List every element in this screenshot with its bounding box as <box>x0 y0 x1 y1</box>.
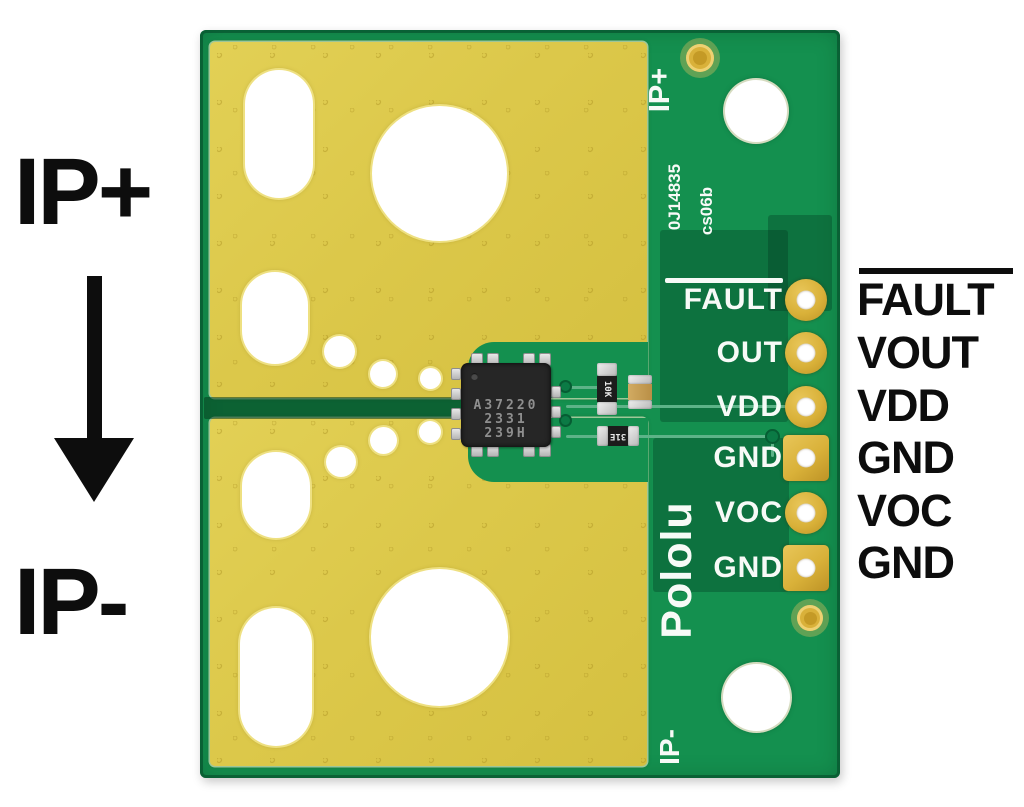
hole <box>242 272 308 364</box>
isolation-slot <box>204 397 470 419</box>
ic-marking-line: A37220 <box>473 398 539 413</box>
hole <box>370 361 396 387</box>
ic-lead <box>551 406 561 418</box>
via-bottom <box>797 605 823 631</box>
pad-out <box>785 332 827 374</box>
copper-zone <box>653 438 789 592</box>
trace <box>771 435 774 457</box>
ic-lead <box>551 426 561 438</box>
silk-ip-minus: IP- <box>654 729 685 765</box>
hole <box>240 608 312 746</box>
silk-label-out: OUT <box>716 336 783 369</box>
ic-lead <box>451 368 461 380</box>
pad-gnd1 <box>783 435 829 481</box>
current-sensor-ic: A37220 2331 239H <box>461 363 551 447</box>
mounting-hole-top <box>725 80 787 142</box>
silk-label-gnd1: GND <box>713 441 783 474</box>
silk-label-voc: VOC <box>714 496 783 529</box>
ic-marking-line: 2331 <box>484 412 528 427</box>
ic-lead <box>451 408 461 420</box>
right-label-vout: VOUT <box>857 327 979 378</box>
trace <box>566 405 790 408</box>
via-dot <box>559 380 572 393</box>
ic-lead <box>451 388 461 400</box>
hole <box>420 368 441 389</box>
hole <box>372 106 507 241</box>
pololu-logo: Pololu <box>652 501 701 639</box>
trace <box>566 435 774 438</box>
via-top <box>686 44 714 72</box>
via-dot <box>559 414 572 427</box>
resistor-31e: 31E <box>597 426 639 446</box>
mounting-hole-bottom <box>723 664 790 731</box>
pad-vdd <box>785 386 827 428</box>
silk-fault-overline <box>665 278 783 283</box>
silk-label-gnd2: GND <box>713 551 783 584</box>
right-label-voc: VOC <box>857 485 953 536</box>
silk-label-fault: FAULT <box>683 283 783 316</box>
trace <box>552 386 602 389</box>
right-label-vdd: VDD <box>857 380 950 431</box>
hole <box>324 336 355 367</box>
hole <box>419 421 441 443</box>
hole <box>242 452 310 538</box>
ic-lead <box>551 386 561 398</box>
silk-label-vdd: VDD <box>716 390 783 423</box>
hole <box>245 70 313 198</box>
fault-overline <box>859 268 1013 274</box>
copper-zone <box>660 230 788 422</box>
silk-part-number: 0J14835 <box>665 163 684 231</box>
resistor-10k: 10K <box>597 363 617 415</box>
resistor-marking: 10K <box>601 380 612 398</box>
hole <box>326 447 356 477</box>
ic-lead <box>451 428 461 440</box>
ic-pin1-dot <box>471 373 478 380</box>
pad-voc <box>785 492 827 534</box>
left-label-ip-minus: IP- <box>14 549 129 655</box>
hole <box>371 569 508 706</box>
down-arrow-icon <box>54 276 134 502</box>
ic-marking-line: 239H <box>484 426 528 441</box>
right-label-gnd2: GND <box>857 537 955 588</box>
silk-revision: cs06b <box>697 186 716 236</box>
pcb-board: A37220 2331 239H 10K 31E FAULT <box>200 30 840 778</box>
capacitor <box>628 375 652 409</box>
hole <box>370 427 397 454</box>
pad-fault <box>785 279 827 321</box>
right-label-fault: FAULT <box>857 274 995 325</box>
via-dot <box>765 429 780 444</box>
right-label-gnd1: GND <box>857 432 955 483</box>
pad-gnd2 <box>783 545 829 591</box>
left-label-ip-plus: IP+ <box>14 139 153 245</box>
silk-ip-plus: IP+ <box>643 67 676 113</box>
